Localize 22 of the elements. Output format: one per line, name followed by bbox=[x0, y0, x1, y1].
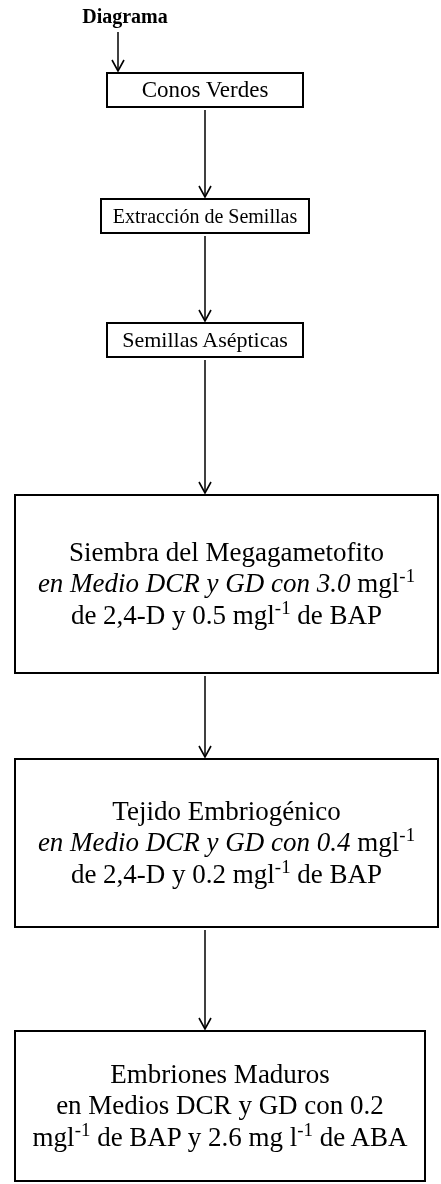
step-description: en Medios DCR y GD con 0.2 mgl$^{-1}$ de BAP y 2.6 mg l$^{-1}$ de ABA bbox=[31, 1090, 409, 1153]
step-title: Embriones Maduros bbox=[110, 1059, 330, 1091]
arrow bbox=[111, 31, 125, 72]
step-title: Siembra del Megagametofito bbox=[69, 537, 384, 569]
process-box bbox=[14, 494, 439, 674]
step-description: en Medio DCR y GD con 0.4 mgl$^{-1}$ de 2,4-D y 0.2 mgl$^{-1}$ de BAP bbox=[36, 827, 417, 890]
arrow bbox=[198, 929, 212, 1030]
step-title: Tejido Embriogénico bbox=[112, 796, 341, 828]
arrow bbox=[198, 109, 212, 198]
process-box bbox=[100, 198, 310, 234]
process-box bbox=[106, 72, 304, 108]
process-box bbox=[14, 1030, 426, 1182]
arrow bbox=[198, 675, 212, 758]
step-title: Semillas Asépticas bbox=[122, 327, 288, 353]
arrow bbox=[198, 235, 212, 322]
process-box bbox=[106, 322, 304, 358]
heading: Diagrama bbox=[82, 4, 168, 28]
step-title: Conos Verdes bbox=[141, 76, 269, 104]
step-title: Extracción de Semillas bbox=[112, 204, 298, 228]
arrow bbox=[198, 359, 212, 494]
process-box bbox=[14, 758, 439, 928]
step-description: en Medio DCR y GD con 3.0 mgl$^{-1}$ de 2,4-D y 0.5 mgl$^{-1}$ de BAP bbox=[36, 568, 417, 631]
